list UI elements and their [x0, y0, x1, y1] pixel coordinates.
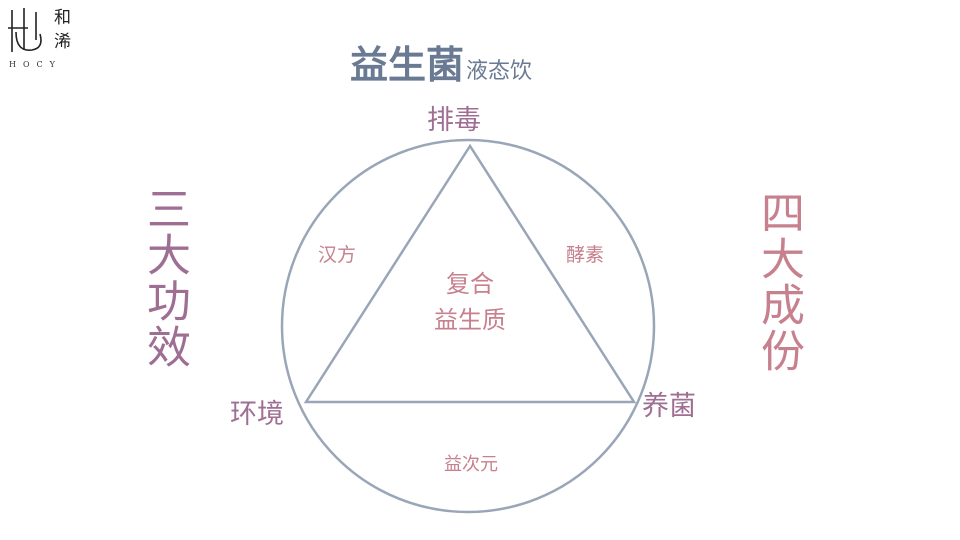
brand-logo: 和 浠 HOCY [6, 6, 86, 70]
inner-triangle [303, 143, 637, 404]
edge-bottom-label: 益次元 [444, 454, 498, 475]
center-line-2: 益生质 [434, 306, 506, 334]
node-top-label: 排毒 [427, 105, 481, 136]
edge-left-label: 汉方 [318, 244, 357, 266]
logo-latin: HOCY [9, 60, 62, 69]
right-vertical-label: 四大成份 [753, 190, 804, 374]
page-title: 益生菌液态饮 [350, 34, 532, 89]
center-label: 复合 益生质 [410, 266, 530, 338]
logo-char-1: 和 [54, 8, 71, 28]
title-main: 益生菌 [350, 43, 465, 87]
logo-mark-icon [8, 8, 42, 52]
outer-circle [280, 138, 656, 514]
center-line-1: 复合 [446, 270, 494, 298]
edge-right-label: 酵素 [566, 244, 605, 266]
left-vertical-label: 三大功效 [139, 186, 190, 370]
node-left-label: 环境 [230, 399, 284, 430]
logo-char-2: 浠 [54, 32, 71, 52]
title-sub: 液态饮 [466, 59, 533, 84]
node-right-label: 养菌 [642, 391, 696, 422]
